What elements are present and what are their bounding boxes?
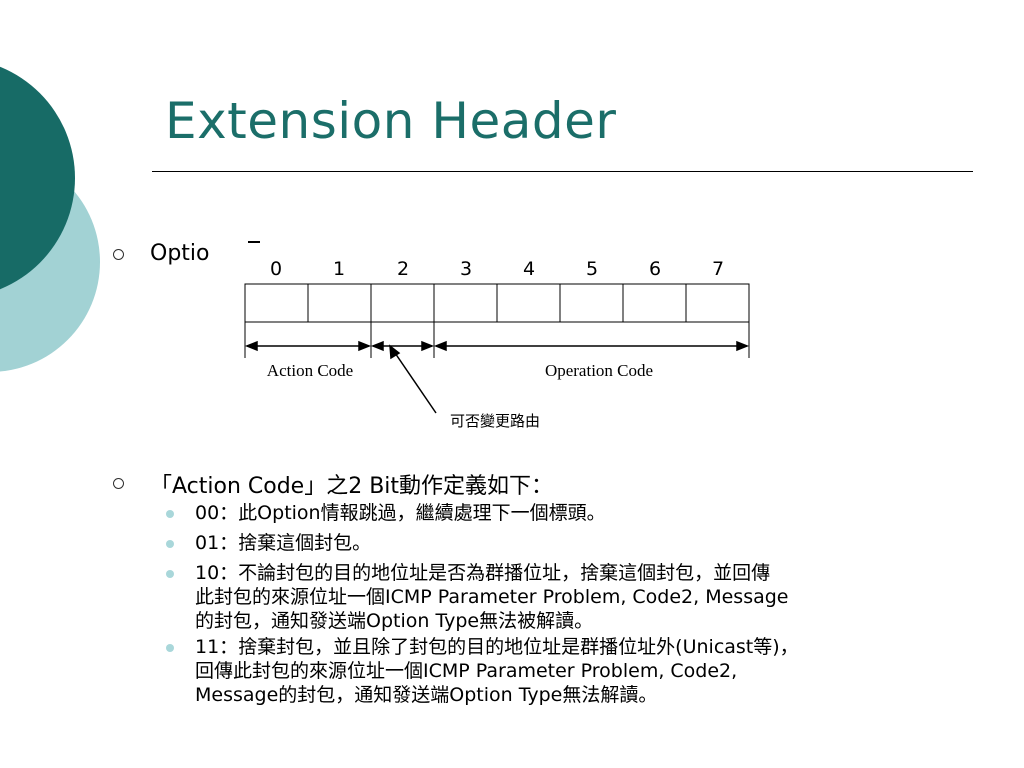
arrowhead-icon xyxy=(389,344,401,360)
list-item: 01：捨棄這個封包。 xyxy=(195,532,372,554)
bit-number: 7 xyxy=(712,258,724,280)
bit-cell xyxy=(496,283,561,323)
arrowhead-icon xyxy=(433,340,447,352)
list-item: 11：捨棄封包，並且除了封包的目的地位址是群播位址外(Unicast等)， 回傳… xyxy=(195,635,799,707)
bit-cell xyxy=(244,283,309,323)
bit-number: 0 xyxy=(270,258,282,280)
list-item-line: Message的封包，通知發送端Option Type無法解讀。 xyxy=(195,684,658,706)
action-code-label: Action Code xyxy=(267,361,353,380)
arrowhead-icon xyxy=(370,340,384,352)
sub-bullet-icon xyxy=(166,644,174,652)
list-item-line: 的封包，通知發送端Option Type無法被解讀。 xyxy=(195,610,594,632)
list-item: 10：不論封包的目的地位址是否為群播位址，捨棄這個封包，並回傳 此封包的來源位址… xyxy=(195,561,789,633)
bit-number: 5 xyxy=(586,258,598,280)
bit-cell xyxy=(433,283,498,323)
dark-teal-circle xyxy=(0,66,75,290)
slide-title: Extension Header xyxy=(165,92,617,150)
operation-code-label: Operation Code xyxy=(545,361,653,380)
bit-cell xyxy=(685,283,750,323)
bit-number: 2 xyxy=(397,258,409,280)
list-item-line: 11：捨棄封包，並且除了封包的目的地位址是群播位址外(Unicast等)， xyxy=(195,636,799,658)
reroute-pointer-line xyxy=(392,349,437,414)
list-item-line: 回傳此封包的來源位址一個ICMP Parameter Problem, Code… xyxy=(195,660,738,682)
reroute-note: 可否變更路由 xyxy=(450,412,540,430)
bit-cell xyxy=(370,283,435,323)
arrowhead-icon xyxy=(244,340,258,352)
list-item-line: 此封包的來源位址一個ICMP Parameter Problem, Code2,… xyxy=(195,586,789,608)
bit-number: 6 xyxy=(649,258,661,280)
action-code-intro: 「Action Code」之2 Bit動作定義如下： xyxy=(150,474,554,499)
decorative-circles xyxy=(0,66,100,372)
span-ticks xyxy=(244,322,750,358)
bit-number: 4 xyxy=(523,258,535,280)
arrowhead-icon xyxy=(421,340,435,352)
sub-bullet-icon xyxy=(166,510,174,518)
option-label: Optio xyxy=(150,241,210,266)
bullet-ring-icon xyxy=(113,249,124,260)
bit-cell xyxy=(622,283,687,323)
arrowhead-icon xyxy=(358,340,372,352)
bit-cell xyxy=(307,283,372,323)
arrowhead-icon xyxy=(736,340,750,352)
bit-field-row xyxy=(244,283,750,323)
option-type-bit-figure: 0 1 2 3 4 5 6 7 Action Code Operati xyxy=(244,241,750,430)
sub-bullet-icon xyxy=(166,570,174,578)
sub-bullet-icon xyxy=(166,540,174,548)
bit-cell xyxy=(559,283,624,323)
bit-number: 1 xyxy=(333,258,345,280)
bit-number: 3 xyxy=(460,258,472,280)
list-item: 00：此Option情報跳過，繼續處理下一個標頭。 xyxy=(195,502,606,524)
list-item-line: 10：不論封包的目的地位址是否為群播位址，捨棄這個封包，並回傳 xyxy=(195,562,771,584)
bullet-ring-icon xyxy=(113,478,124,489)
title-divider xyxy=(152,171,973,172)
